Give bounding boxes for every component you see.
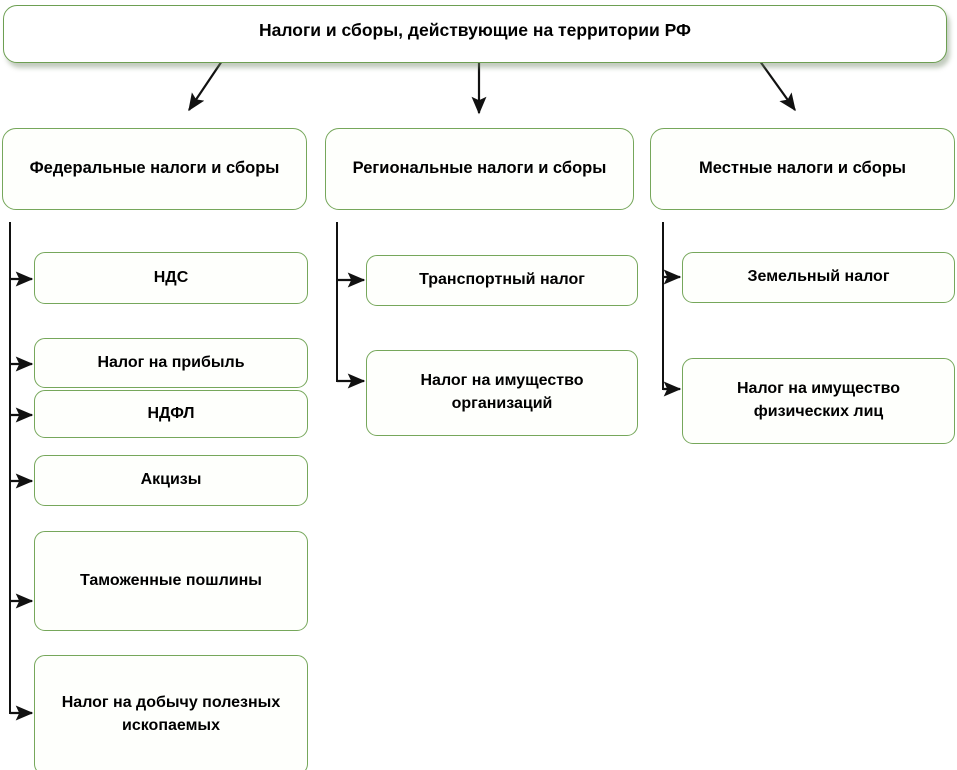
leaf-box-local-individual-property-tax[interactable]: Налог на имущество физических лиц [682,358,955,444]
leaf-label-federal-mineral-extraction: Налог на добычу полезных ископаемых [61,694,281,734]
leaf-box-regional-org-property-tax[interactable]: Налог на имущество организаций [366,350,638,436]
category-label-federal: Федеральные налоги и сборы [29,159,280,178]
category-label-local: Местные налоги и сборы [699,159,906,178]
leaf-label-federal-excise: Акцизы [140,471,202,489]
trunk-line-federal [9,222,12,714]
arrow-title-to-federal [188,57,225,112]
leaf-label-federal-customs-duties: Таможенные пошлины [80,571,262,589]
leaf-box-federal-profit-tax[interactable]: Налог на прибыль [34,338,308,388]
arrow-title-to-local [756,56,796,112]
category-box-regional[interactable]: Региональные налоги и сборы [325,128,634,210]
trunk-line-local [662,222,665,390]
leaf-box-federal-excise[interactable]: Акцизы [34,455,308,506]
diagram-title-label: Налоги и сборы, действующие на территори… [259,20,691,40]
leaf-label-regional-org-property-tax: Налог на имущество организаций [420,372,584,412]
leaf-label-regional-transport-tax: Транспортный налог [419,271,585,289]
leaf-label-local-individual-property-tax: Налог на имущество физических лиц [737,380,900,420]
leaf-box-federal-mineral-extraction[interactable]: Налог на добычу полезных ископаемых [34,655,308,770]
leaf-box-federal-nds[interactable]: НДС [34,252,308,304]
leaf-box-local-land-tax[interactable]: Земельный налог [682,252,955,303]
category-box-federal[interactable]: Федеральные налоги и сборы [2,128,307,210]
diagram-title-box: Налоги и сборы, действующие на территори… [3,5,947,63]
leaf-label-federal-nds: НДС [153,268,189,286]
leaf-box-regional-transport-tax[interactable]: Транспортный налог [366,255,638,306]
leaf-label-local-land-tax: Земельный налог [747,268,890,286]
category-box-local[interactable]: Местные налоги и сборы [650,128,955,210]
category-label-regional: Региональные налоги и сборы [352,159,607,178]
leaf-label-federal-profit-tax: Налог на прибыль [97,353,245,371]
trunk-line-regional [336,222,339,382]
leaf-label-federal-ndfl: НДФЛ [147,404,195,422]
leaf-box-federal-customs-duties[interactable]: Таможенные пошлины [34,531,308,631]
leaf-box-federal-ndfl[interactable]: НДФЛ [34,390,308,438]
